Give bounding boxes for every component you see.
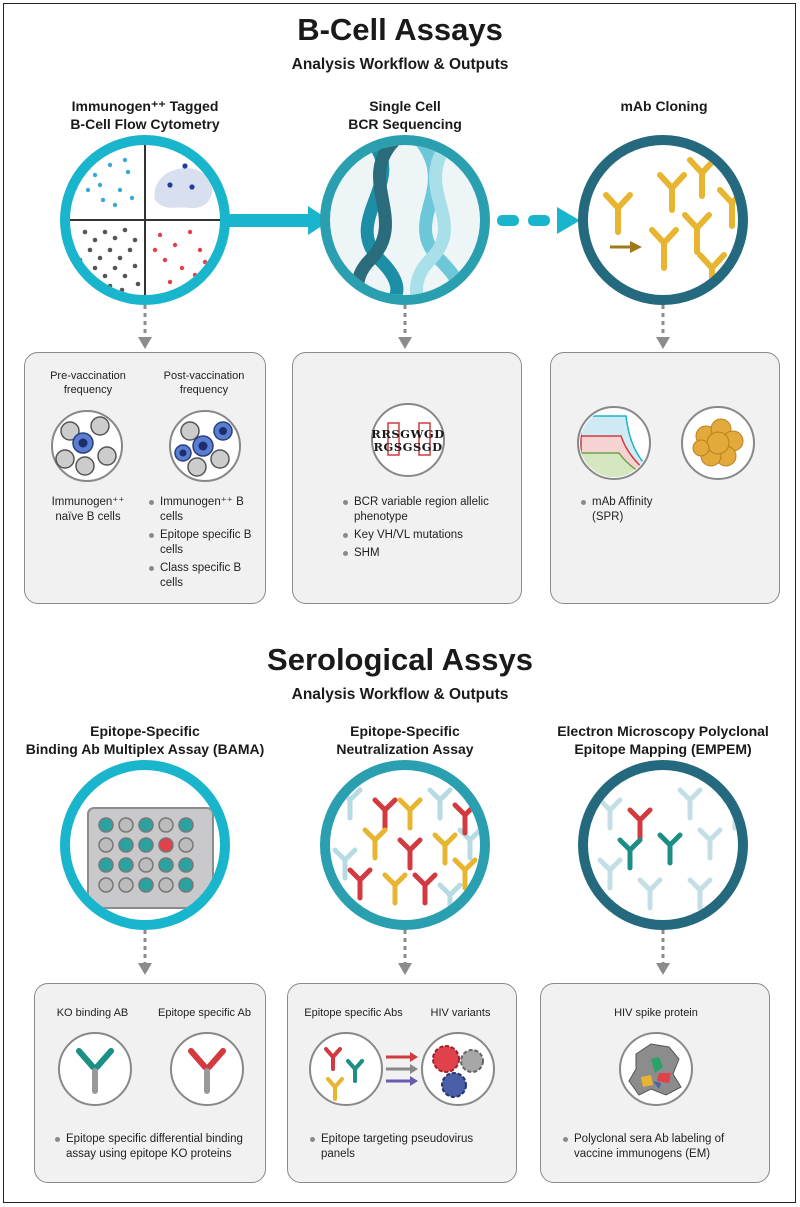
bullet-text: Epitope specific differential binding as… — [66, 1133, 243, 1160]
sequence-icon — [371, 403, 445, 477]
bullet-text: Polyclonal sera Ab labeling of vaccine i… — [574, 1133, 725, 1160]
heading-line: Binding Ab Multiplex Assay (BAMA) — [25, 741, 265, 757]
spike-protein-icon — [619, 1032, 693, 1106]
bullet-text: mAb Affinity (SPR) — [592, 496, 653, 523]
mab-cloning-circle — [578, 135, 748, 305]
empem-bullets: Polyclonal sera Ab labeling of vaccine i… — [563, 1132, 763, 1165]
bcr-bullets: BCR variable region allelic phenotype Ke… — [343, 495, 513, 564]
bcell-heading-bcr: Single Cell BCR Sequencing — [275, 97, 535, 133]
protein-structure-icon — [681, 406, 755, 480]
card-bcr-sequencing: RRSGWGD RGSGSGD BCR variable region alle… — [292, 352, 522, 604]
bullet-item: Polyclonal sera Ab labeling of vaccine i… — [563, 1132, 763, 1162]
bullet-item: Immunogen⁺⁺ B cells — [149, 495, 261, 525]
figure-frame — [3, 3, 796, 1203]
naive-text-line: Immunogen⁺⁺ — [51, 496, 125, 508]
arrow-bcr-to-mab — [497, 207, 580, 234]
epitope-specific-abs-label: Epitope specific Abs — [304, 1007, 403, 1019]
epitope-antibody-icon — [170, 1032, 244, 1106]
bullet-item: Epitope specific differential binding as… — [55, 1132, 260, 1162]
bullet-text: Class specific B cells — [160, 562, 242, 589]
arrow-flow-to-bcr — [222, 206, 330, 235]
hiv-spike-label: HIV spike protein — [614, 1007, 698, 1019]
bullet-item: mAb Affinity (SPR) — [581, 495, 751, 525]
heading-line: Epitope-Specific — [350, 723, 460, 739]
bama-bullets: Epitope specific differential binding as… — [55, 1132, 260, 1165]
bcell-title: B-Cell Assays — [297, 12, 503, 47]
heading-line: Epitope-Specific — [90, 723, 200, 739]
mab-bullets: mAb Affinity (SPR) — [581, 495, 751, 528]
bcell-workflow-graphic — [60, 135, 748, 349]
bullet-text: Epitope targeting pseudovirus panels — [321, 1133, 474, 1160]
neutralization-bullets: Epitope targeting pseudovirus panels — [310, 1132, 510, 1165]
hiv-variants-label: HIV variants — [430, 1007, 491, 1019]
bullet-item: Class specific B cells — [149, 561, 261, 591]
bullet-item: Epitope specific B cells — [149, 528, 261, 558]
pre-vaccination-cells-icon — [51, 410, 123, 482]
sequence-line: RGSGSGD — [373, 440, 443, 454]
bullet-text: Epitope specific B cells — [160, 529, 252, 556]
sero-title: Serological Assys — [267, 642, 533, 677]
sero-heading-empem: Electron Microscopy Polyclonal Epitope M… — [528, 722, 798, 758]
gray-arrows-sero — [143, 930, 665, 963]
antibody-icons — [58, 1032, 244, 1106]
card-flow-cytometry: Pre-vaccination frequency Post-vaccinati… — [24, 352, 266, 604]
naive-text-line: naïve B cells — [55, 511, 121, 523]
bullet-item: SHM — [343, 546, 513, 561]
cell-sample-icons — [51, 410, 241, 482]
bcell-subtitle: Analysis Workflow & Outputs — [291, 56, 509, 73]
bullet-item: Key VH/VL mutations — [343, 528, 513, 543]
ko-binding-label: KO binding AB — [56, 1007, 129, 1019]
bcr-sequencing-circle — [320, 135, 490, 305]
sequence-text: RRSGWGD RGSGSGD — [368, 428, 448, 454]
hiv-virus-icon — [421, 1032, 495, 1106]
heading-line: B-Cell Flow Cytometry — [70, 116, 220, 132]
sero-heading-bama: Epitope-Specific Binding Ab Multiplex As… — [15, 722, 275, 758]
heading-line: Epitope Mapping (EMPEM) — [574, 741, 752, 757]
bcell-flow-bullets: Immunogen⁺⁺ B cells Epitope specific B c… — [149, 495, 261, 594]
abs-mix-icon — [309, 1032, 383, 1106]
heading-line: Neutralization Assay — [336, 741, 474, 757]
gray-arrows — [143, 305, 665, 337]
neutralization-icons — [309, 1032, 495, 1106]
bama-plate-circle — [60, 760, 230, 930]
bullet-text: Immunogen⁺⁺ B cells — [160, 496, 244, 523]
bullet-text: Key VH/VL mutations — [354, 529, 463, 541]
sequence-line: RRSGWGD — [371, 427, 445, 441]
heading-line: Single Cell — [369, 98, 441, 114]
sero-workflow-graphic — [60, 760, 748, 975]
pre-vaccination-label: Pre-vaccination frequency — [50, 370, 126, 396]
bullet-text: BCR variable region allelic phenotype — [354, 496, 489, 523]
ko-antibody-icon — [58, 1032, 132, 1106]
empem-circle — [578, 760, 748, 930]
post-vaccination-cells-icon — [169, 410, 241, 482]
sero-subtitle: Analysis Workflow & Outputs — [291, 686, 509, 703]
bcell-heading-mab: mAb Cloning — [534, 97, 794, 115]
heading-line: BCR Sequencing — [348, 116, 462, 132]
heading-line: Immunogen⁺⁺ Tagged — [71, 98, 219, 114]
post-vaccination-label: Post-vaccination frequency — [163, 370, 245, 396]
spr-curve-icon — [577, 406, 651, 480]
card-neutralization: Epitope specific Abs HIV variants Epitop… — [287, 983, 517, 1183]
bullet-text: SHM — [354, 547, 380, 559]
heading-line: mAb Cloning — [620, 98, 708, 114]
bcell-heading-flow: Immunogen⁺⁺ Tagged B-Cell Flow Cytometry — [15, 97, 275, 133]
card-mab-cloning: mAb Affinity (SPR) — [550, 352, 780, 604]
heading-line: Electron Microscopy Polyclonal — [557, 723, 769, 739]
card-bama: KO binding AB Epitope specific Ab Epitop… — [34, 983, 266, 1183]
sero-heading-neut: Epitope-Specific Neutralization Assay — [275, 722, 535, 758]
mab-affinity-icons — [577, 406, 755, 480]
neutralization-circle — [320, 760, 490, 930]
bullet-item: BCR variable region allelic phenotype — [343, 495, 513, 525]
naive-b-cells-text: Immunogen⁺⁺ naïve B cells — [33, 495, 143, 525]
card-empem: HIV spike protein Polyclonal sera Ab lab… — [540, 983, 770, 1183]
bullet-item: Epitope targeting pseudovirus panels — [310, 1132, 510, 1162]
transfer-arrows — [386, 1052, 418, 1086]
epitope-specific-ab-label: Epitope specific Ab — [158, 1007, 251, 1019]
